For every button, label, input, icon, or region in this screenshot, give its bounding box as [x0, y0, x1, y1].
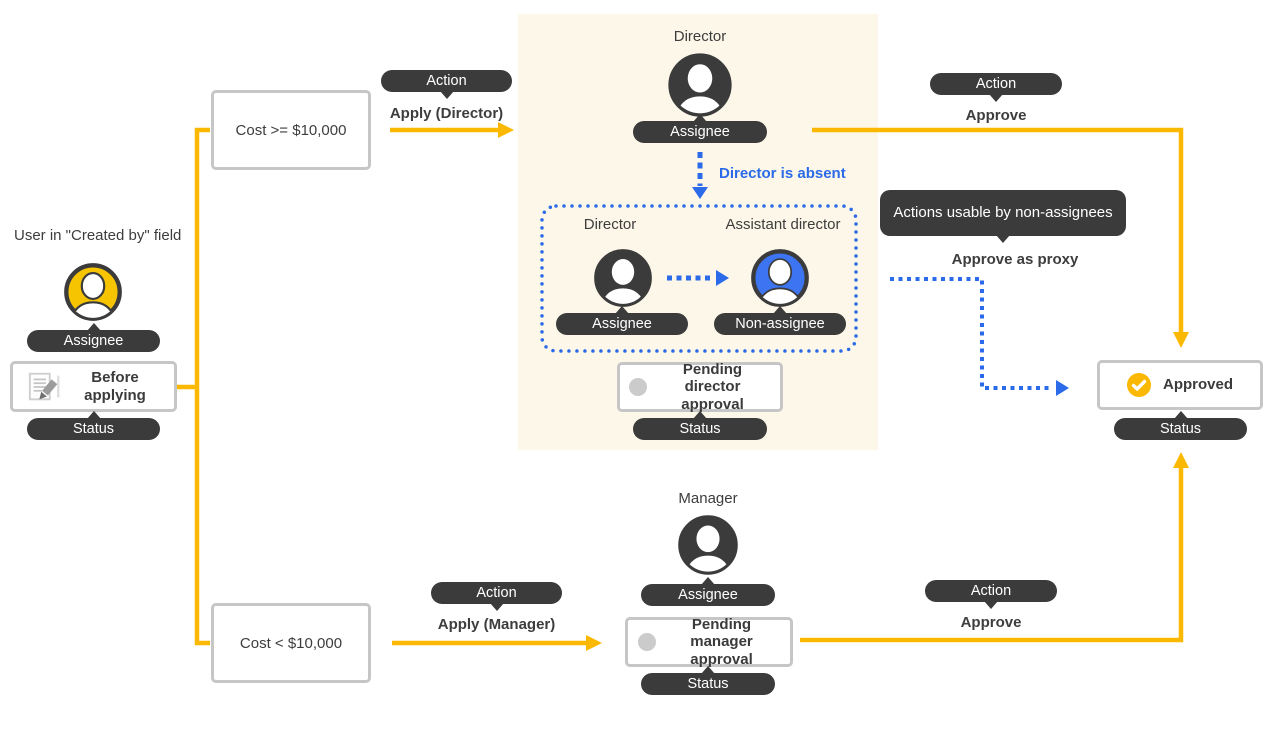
- action-pill-apply-manager: Action: [431, 582, 562, 611]
- action-pill-apply-director: Action: [381, 70, 512, 99]
- condition-low-cost-box: Cost < $10,000: [211, 603, 371, 683]
- creator-assignee-pill: Assignee: [27, 323, 160, 352]
- pending-dot-icon: [637, 633, 656, 651]
- approved-status-box: Approved: [1097, 360, 1263, 410]
- absent-director-avatar-icon: [592, 247, 654, 309]
- approve-as-proxy-label: Approve as proxy: [951, 251, 1079, 268]
- document-edit-icon: [27, 371, 63, 403]
- manager-avatar-icon: [676, 513, 740, 577]
- yellow-arrowheads: [498, 122, 1189, 651]
- absent-director-assignee-pill: Assignee: [556, 306, 688, 335]
- approve-bottom-label: Approve: [960, 614, 1022, 631]
- manager-assignee-pill: Assignee: [641, 577, 775, 606]
- blue-arrowheads: [692, 187, 1069, 396]
- blue-dotted-lines: [540, 152, 1052, 390]
- assistant-director-role-label: Assistant director: [725, 216, 841, 233]
- creator-avatar-icon: [62, 261, 124, 323]
- pending-manager-approval-box: Pending manager approval: [625, 616, 793, 668]
- condition-high-cost-box: Cost >= $10,000: [211, 90, 371, 170]
- director-assignee-pill: Assignee: [633, 114, 767, 143]
- pending-director-approval-label: Pending director approval: [681, 361, 744, 413]
- director-absent-note: Director is absent: [719, 165, 846, 182]
- non-assignee-actions-banner: Actions usable by non-assignees: [880, 190, 1126, 243]
- before-applying-status-box: Before applying: [10, 361, 177, 412]
- action-pill-approve-top: Action: [930, 73, 1062, 102]
- approved-label: Approved: [1162, 376, 1233, 394]
- apply-director-label: Apply (Director): [389, 105, 504, 122]
- assistant-non-assignee-pill: Non-assignee: [714, 306, 846, 335]
- director-avatar-icon: [666, 51, 734, 119]
- assistant-director-avatar-icon: [749, 247, 811, 309]
- before-applying-label: Before applying: [84, 369, 146, 404]
- pending-director-approval-box: Pending director approval: [617, 361, 783, 413]
- pending-dot-icon: [628, 378, 647, 396]
- absent-director-role-label: Director: [583, 216, 637, 233]
- pending-manager-approval-label: Pending manager approval: [690, 616, 753, 668]
- director-status-pill: Status: [633, 411, 767, 440]
- creator-status-pill: Status: [27, 411, 160, 440]
- manager-status-pill: Status: [641, 666, 775, 695]
- yellow-flow-lines: [177, 127, 1184, 646]
- check-circle-icon: [1126, 373, 1151, 397]
- apply-manager-label: Apply (Manager): [437, 616, 556, 633]
- action-pill-approve-bottom: Action: [925, 580, 1057, 609]
- manager-role-label: Manager: [678, 490, 738, 507]
- director-role-label: Director: [673, 28, 727, 45]
- approve-top-label: Approve: [965, 107, 1027, 124]
- created-by-label: User in "Created by" field: [14, 227, 182, 244]
- approved-status-pill: Status: [1114, 411, 1247, 440]
